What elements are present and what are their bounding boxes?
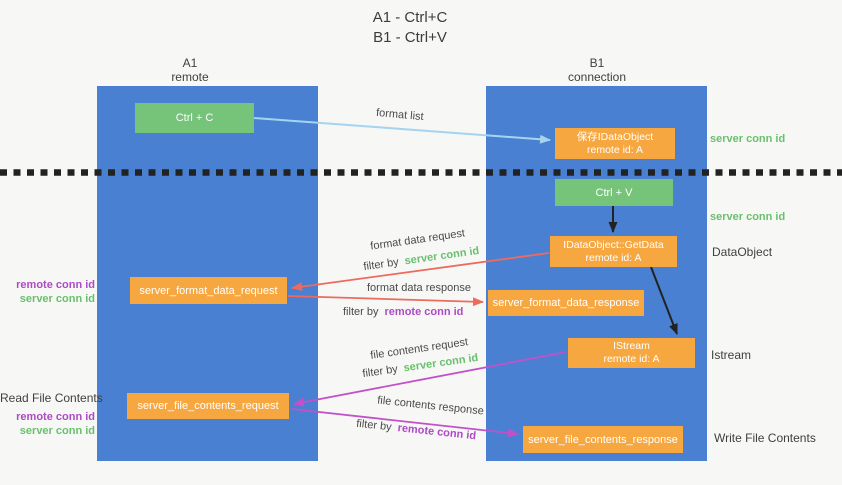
title-line-1: A1 - Ctrl+C (372, 9, 448, 26)
ctrl-c-label: Ctrl + C (175, 112, 214, 124)
server-conn-id-left-1: server conn id (19, 293, 95, 305)
write-file-contents-label: Write File Contents (714, 431, 816, 445)
save-idataobject-line1: 保存IDataObject (576, 130, 654, 143)
server-format-data-response-label: server_format_data_response (492, 297, 640, 309)
filter-by-text: filter by (362, 256, 400, 274)
format-data-response-label: format data response (367, 282, 471, 294)
remote-conn-id-left-2: remote conn id (16, 411, 95, 423)
remote-conn-id-text: remote conn id (384, 306, 464, 318)
format-list-label: format list (375, 106, 425, 124)
idataobject-getdata-node: IDataObject::GetData remote id: A (550, 236, 677, 267)
diagram-title: A1 - Ctrl+C B1 - Ctrl+V (320, 8, 500, 48)
save-idataobject-line2: remote id: A (586, 143, 644, 156)
filter-by-text: filter by (355, 417, 393, 434)
read-file-contents-label: Read File Contents (0, 391, 103, 405)
ctrl-c-node: Ctrl + C (135, 103, 254, 133)
istream-side-label: Istream (711, 348, 752, 362)
lane-b1-role: connection (567, 70, 627, 84)
file-contents-response-filter-label: filter by remote conn id (356, 418, 477, 443)
istream-line1: IStream (613, 340, 650, 352)
lane-a1-role: remote (171, 70, 209, 84)
title-line-2: B1 - Ctrl+V (373, 29, 447, 46)
server-file-contents-request-label: server_file_contents_request (137, 400, 279, 412)
save-idataobject-node: 保存IDataObject remote id: A (555, 128, 675, 159)
getdata-line2: remote id: A (585, 251, 642, 264)
server-file-contents-response-node: server_file_contents_response (523, 426, 683, 453)
server-format-data-request-label: server_format_data_request (139, 284, 278, 297)
remote-conn-id-text: remote conn id (397, 422, 477, 443)
server-file-contents-request-node: server_file_contents_request (127, 393, 289, 419)
istream-node: IStream remote id: A (568, 338, 695, 368)
server-conn-id-left-2: server conn id (19, 425, 95, 437)
file-contents-response-label: file contents response (376, 394, 485, 418)
format-request-conn-ids: remote conn id server conn id (0, 278, 95, 306)
ctrl-v-node: Ctrl + V (555, 179, 673, 206)
server-conn-id-side-mid: server conn id (710, 211, 786, 223)
istream-line2: remote id: A (603, 353, 660, 365)
format-data-response-filter-label: filter by remote conn id (343, 306, 463, 318)
dataobject-side-label: DataObject (712, 245, 773, 259)
server-format-data-response-node: server_format_data_response (488, 290, 644, 316)
remote-conn-id-left-1: remote conn id (16, 279, 95, 291)
server-conn-id-text: server conn id (403, 244, 481, 268)
getdata-line1: IDataObject::GetData (563, 238, 664, 251)
server-file-contents-response-label: server_file_contents_response (528, 433, 678, 446)
filter-by-text: filter by (361, 363, 399, 381)
ctrl-v-label: Ctrl + V (595, 186, 633, 199)
file-request-conn-ids: remote conn id server conn id (0, 410, 95, 438)
lane-header-a1: A1 remote (130, 56, 250, 84)
lane-b1-id: B1 (589, 56, 605, 70)
server-format-data-request-node: server_format_data_request (130, 277, 287, 304)
server-conn-id-side-top: server conn id (710, 133, 786, 145)
lane-a1-id: A1 (182, 56, 198, 70)
filter-by-text: filter by (343, 306, 379, 318)
lane-header-b1: B1 connection (537, 56, 657, 84)
